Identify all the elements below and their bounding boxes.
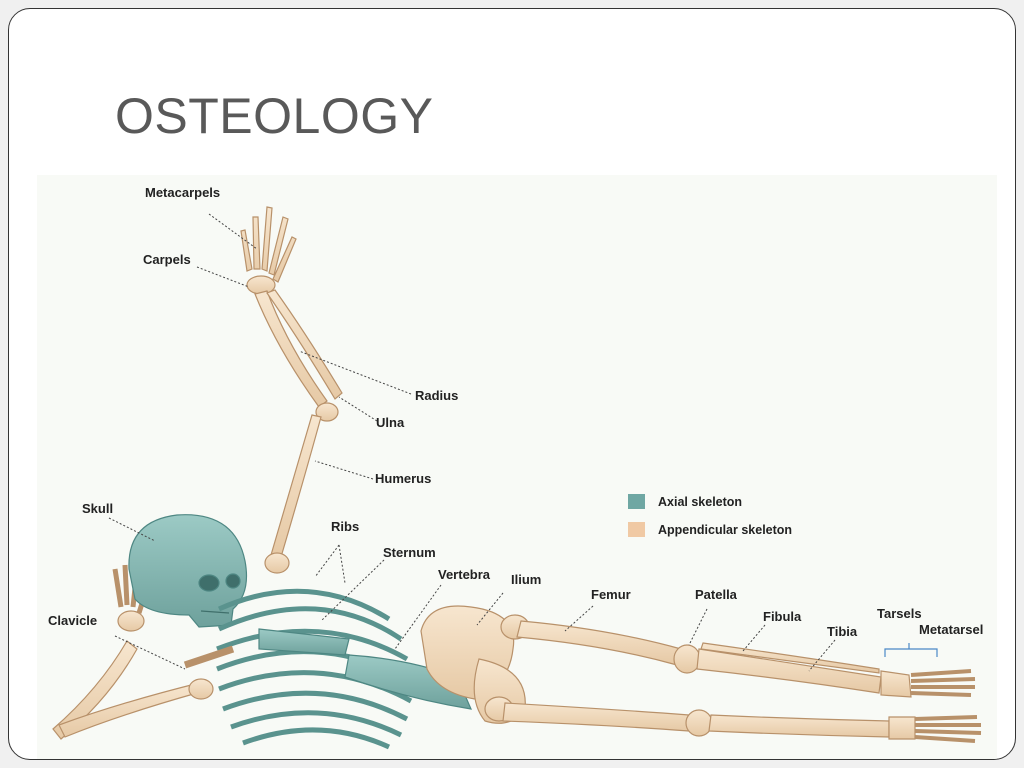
- slide-title: OSTEOLOGY: [115, 88, 434, 144]
- label-skull: Skull: [82, 501, 114, 516]
- clavicle-bone: [183, 645, 235, 669]
- label-humerus: Humerus: [375, 471, 432, 486]
- legend-axial-label: Axial skeleton: [658, 494, 743, 509]
- skull: [128, 514, 248, 628]
- skeleton-diagram: [52, 206, 982, 750]
- label-carpels: Carpels: [143, 252, 191, 267]
- legend-axial: Axial skeleton: [628, 494, 742, 509]
- label-tarsels: Tarsels: [877, 606, 922, 621]
- legend-appendicular: Appendicular skeleton: [628, 522, 792, 537]
- label-ribs: Ribs: [331, 519, 360, 534]
- radius-bone: [254, 290, 328, 408]
- femur-bone: [516, 620, 682, 666]
- label-femur: Femur: [591, 587, 631, 602]
- legend-appendicular-label: Appendicular skeleton: [658, 522, 793, 537]
- legs: [484, 614, 982, 743]
- label-patella: Patella: [695, 587, 737, 602]
- label-clavicle: Clavicle: [48, 613, 98, 628]
- label-ilium: Ilium: [511, 572, 542, 587]
- humerus-bone: [270, 414, 322, 558]
- metatarsel-bones: [910, 669, 976, 697]
- tarsels-bones: [880, 670, 912, 698]
- raised-arm: [240, 206, 343, 574]
- slide: OSTEOLOGY: [8, 8, 1016, 760]
- legend-axial-swatch: [628, 494, 645, 509]
- metacarpels-bones: [240, 206, 297, 283]
- label-radius: Radius: [415, 388, 459, 403]
- label-sternum: Sternum: [383, 545, 436, 560]
- label-ulna: Ulna: [376, 415, 405, 430]
- tarsels-bracket: [884, 643, 938, 657]
- fibula-bone: [700, 642, 880, 674]
- label-tibia: Tibia: [827, 624, 858, 639]
- ulna-bone: [266, 289, 343, 400]
- label-metacarpels: Metacarpels: [145, 185, 221, 200]
- tibia-bone: [696, 648, 882, 694]
- legend-appendicular-swatch: [628, 522, 645, 537]
- leader-lines: [108, 213, 836, 672]
- label-fibula: Fibula: [763, 609, 802, 624]
- label-vertebra: Vertebra: [438, 567, 491, 582]
- resting-arm: [52, 564, 214, 740]
- patella-bone: [673, 644, 701, 674]
- label-metatarsel: Metatarsel: [919, 622, 984, 637]
